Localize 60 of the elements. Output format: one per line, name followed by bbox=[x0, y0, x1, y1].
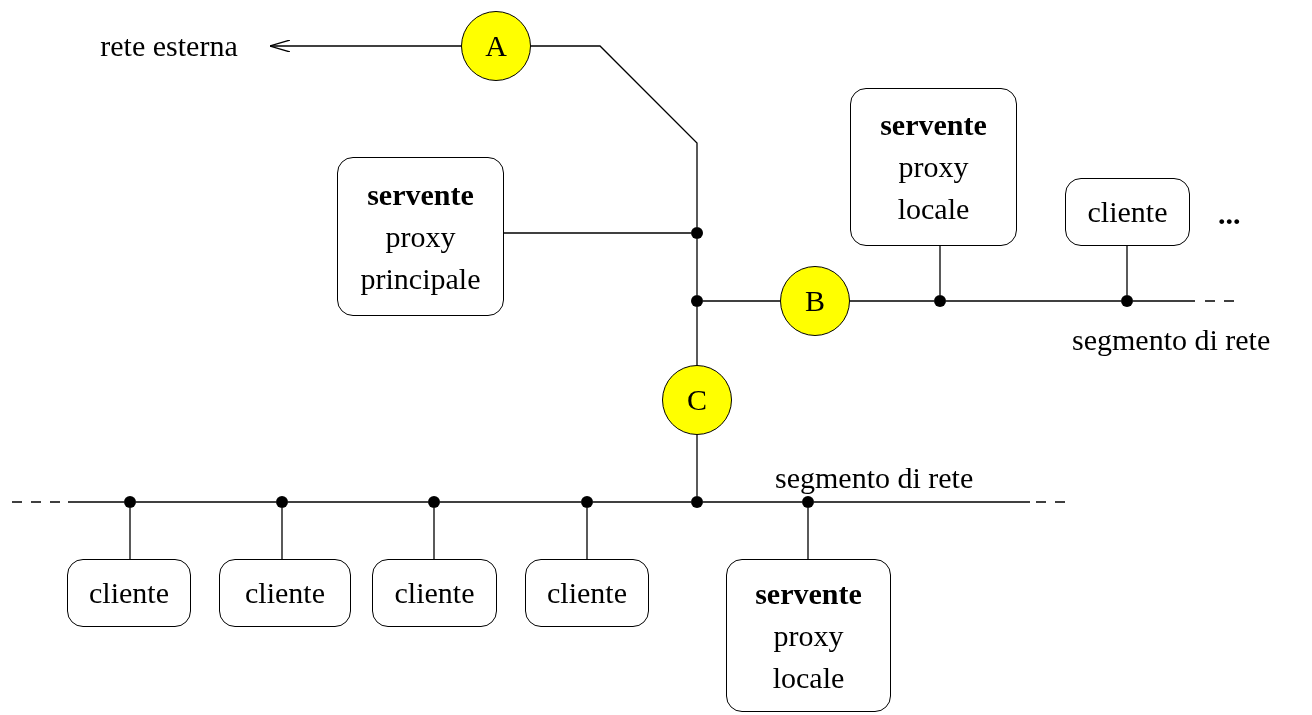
network-line bbox=[281, 507, 283, 560]
box-title: servente bbox=[367, 176, 474, 213]
box-text: cliente bbox=[1087, 194, 1168, 230]
network-line bbox=[503, 232, 692, 234]
box-title: servente bbox=[755, 575, 862, 612]
network-line bbox=[939, 245, 941, 296]
ellipsis-text: ... bbox=[1218, 196, 1241, 232]
network-line bbox=[813, 501, 1031, 503]
network-line bbox=[433, 507, 435, 560]
junction-dot bbox=[934, 295, 946, 307]
junction-dot bbox=[802, 496, 814, 508]
box-text: proxy locale bbox=[897, 149, 970, 227]
client-box bbox=[219, 559, 351, 627]
network-label: rete esterna bbox=[100, 28, 238, 64]
client-box bbox=[1065, 178, 1190, 246]
box-title: servente bbox=[880, 107, 987, 143]
network-line bbox=[696, 238, 698, 296]
network-line bbox=[1132, 300, 1196, 302]
network-line bbox=[696, 306, 698, 366]
segment-label: segmento di rete bbox=[1072, 322, 1271, 358]
server-box bbox=[850, 88, 1017, 246]
server-box bbox=[726, 559, 891, 712]
box-text: proxy locale bbox=[772, 617, 845, 696]
box-text: cliente bbox=[547, 575, 627, 611]
client-box bbox=[67, 559, 191, 627]
client-box bbox=[525, 559, 649, 627]
client-box bbox=[372, 559, 497, 627]
box-text: cliente bbox=[394, 575, 475, 611]
box-text: proxy principale bbox=[360, 218, 481, 297]
network-line bbox=[696, 434, 698, 497]
segment-label: segmento di rete bbox=[775, 460, 974, 496]
network-line bbox=[439, 501, 582, 503]
network-line bbox=[945, 300, 1122, 302]
network-line bbox=[592, 501, 692, 503]
circle-label: C bbox=[687, 382, 707, 418]
network-line bbox=[67, 501, 125, 503]
junction-dot bbox=[1121, 295, 1133, 307]
box-text: cliente bbox=[245, 575, 325, 611]
box-text: cliente bbox=[89, 575, 169, 611]
network-line bbox=[287, 501, 429, 503]
junction-dot bbox=[428, 496, 440, 508]
network-line bbox=[135, 501, 277, 503]
junction-dot bbox=[276, 496, 288, 508]
network-line bbox=[807, 507, 809, 560]
junction-dot bbox=[124, 496, 136, 508]
network-line bbox=[702, 501, 803, 503]
network-line bbox=[530, 45, 698, 228]
network-line bbox=[1126, 245, 1128, 296]
network-line bbox=[849, 300, 935, 302]
circle-label: A bbox=[485, 28, 507, 64]
network-line bbox=[586, 507, 588, 560]
junction-dot bbox=[691, 496, 703, 508]
server-box bbox=[337, 157, 504, 316]
arrow bbox=[269, 39, 462, 53]
circle-label: B bbox=[805, 283, 825, 319]
junction-dot bbox=[691, 295, 703, 307]
network-line bbox=[702, 300, 781, 302]
junction-dot bbox=[581, 496, 593, 508]
junction-dot bbox=[691, 227, 703, 239]
network-line bbox=[129, 507, 131, 560]
